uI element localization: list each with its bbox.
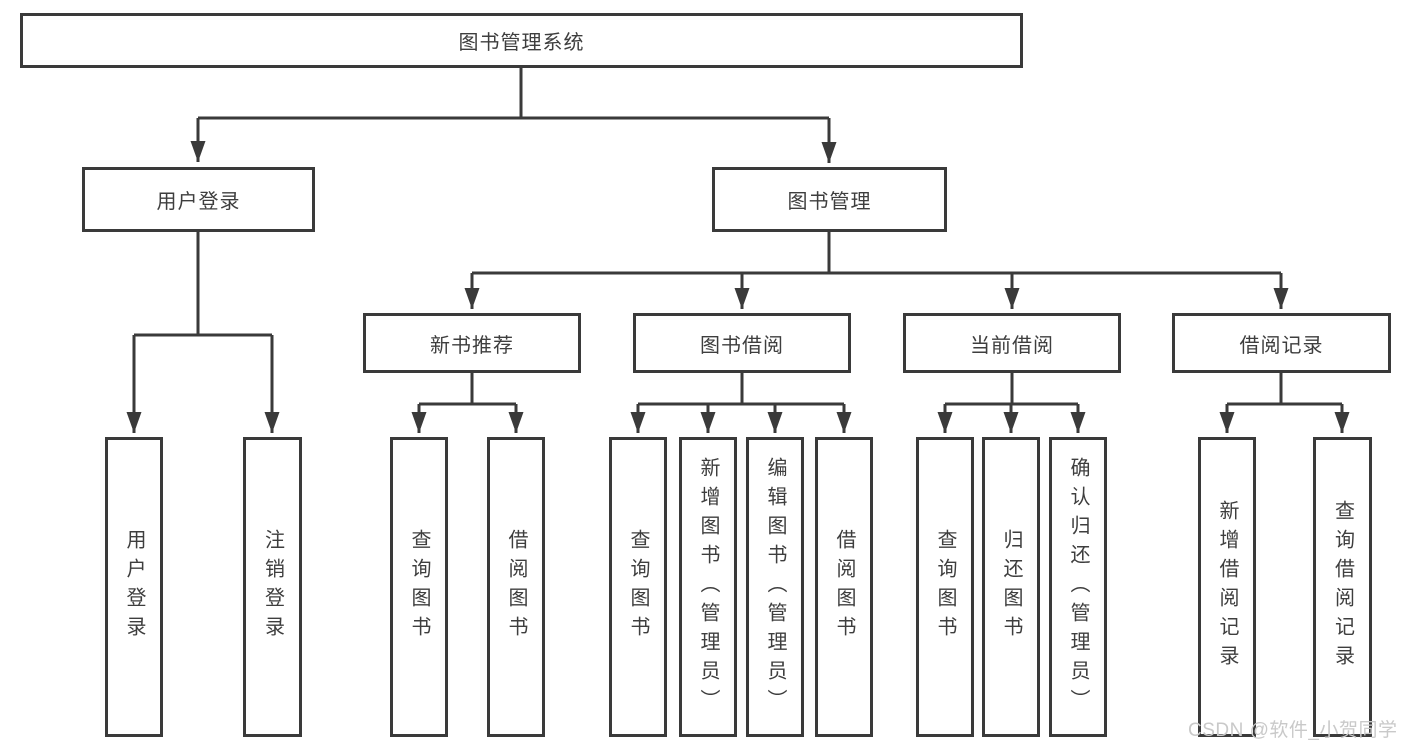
node-book-borrow: 图书借阅 [633, 313, 851, 373]
node-current-borrow-label: 当前借阅 [970, 334, 1054, 357]
leaf-logout-label: 注销登录 [261, 529, 284, 645]
leaf-add-borrow-record-label: 新增借阅记录 [1216, 500, 1238, 674]
leaf-confirm-return-admin-label: 确认归还（管理员） [1067, 456, 1089, 718]
node-new-book-recommend: 新书推荐 [363, 313, 581, 373]
node-book-management-label: 图书管理 [787, 191, 872, 213]
node-user-login-label: 用户登录 [156, 191, 241, 213]
leaf-user-login-label: 用户登录 [123, 529, 145, 645]
leaf-query-borrow-record-label: 查询借阅记录 [1331, 500, 1354, 674]
leaf-user-login: 用户登录 [105, 437, 163, 737]
node-library-system: 图书管理系统 [20, 13, 1023, 68]
leaf-borrow-books: 借阅图书 [815, 437, 873, 737]
leaf-borrow-books-recommend-label: 借阅图书 [505, 529, 527, 645]
node-book-borrow-label: 图书借阅 [700, 334, 784, 357]
leaf-edit-book-admin-label: 编辑图书（管理员） [764, 456, 786, 718]
leaf-confirm-return-admin: 确认归还（管理员） [1049, 437, 1107, 737]
node-borrow-records: 借阅记录 [1172, 313, 1391, 373]
leaf-query-books-current: 查询图书 [916, 437, 974, 737]
node-new-book-recommend-label: 新书推荐 [430, 334, 514, 357]
node-borrow-records-label: 借阅记录 [1239, 334, 1324, 357]
leaf-query-borrow-record: 查询借阅记录 [1313, 437, 1372, 737]
leaf-logout: 注销登录 [243, 437, 302, 737]
leaf-add-book-admin: 新增图书（管理员） [679, 437, 737, 737]
node-library-system-label: 图书管理系统 [458, 32, 585, 54]
leaf-borrow-books-label: 借阅图书 [833, 529, 855, 645]
leaf-query-books-borrow-label: 查询图书 [627, 529, 649, 645]
leaf-query-books-recommend: 查询图书 [390, 437, 448, 737]
leaf-add-book-admin-label: 新增图书（管理员） [697, 456, 719, 718]
leaf-borrow-books-recommend: 借阅图书 [487, 437, 545, 737]
leaf-return-book-label: 归还图书 [1000, 529, 1022, 645]
node-current-borrow: 当前借阅 [903, 313, 1121, 373]
node-book-management: 图书管理 [712, 167, 947, 232]
leaf-query-books-current-label: 查询图书 [934, 529, 956, 645]
leaf-add-borrow-record: 新增借阅记录 [1198, 437, 1256, 737]
leaf-query-books-borrow: 查询图书 [609, 437, 667, 737]
leaf-return-book: 归还图书 [982, 437, 1040, 737]
watermark-text: CSDN @软件_小贺同学 [1188, 720, 1398, 741]
leaf-query-books-recommend-label: 查询图书 [408, 529, 430, 645]
leaf-edit-book-admin: 编辑图书（管理员） [746, 437, 804, 737]
node-user-login: 用户登录 [82, 167, 315, 232]
